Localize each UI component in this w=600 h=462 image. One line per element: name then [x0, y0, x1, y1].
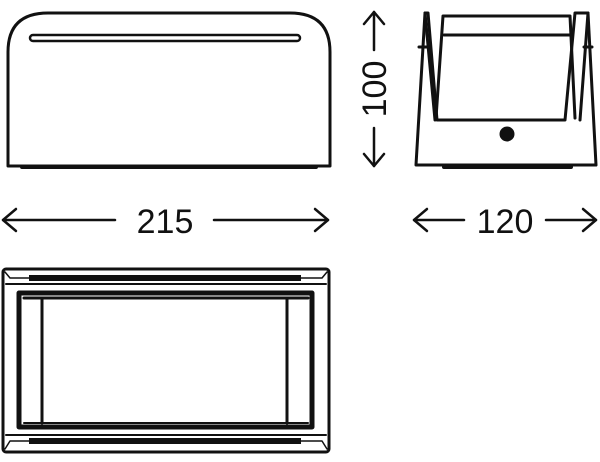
depth-dimension — [412, 207, 598, 233]
depth-label: 120 — [477, 203, 534, 241]
width-label: 215 — [137, 203, 194, 241]
side-view — [414, 11, 598, 169]
top-view — [1, 267, 331, 454]
front-view — [6, 11, 332, 169]
button-icon — [499, 126, 515, 142]
height-label: 100 — [356, 61, 394, 118]
width-dimension — [1, 207, 330, 233]
height-dimension — [362, 10, 386, 168]
